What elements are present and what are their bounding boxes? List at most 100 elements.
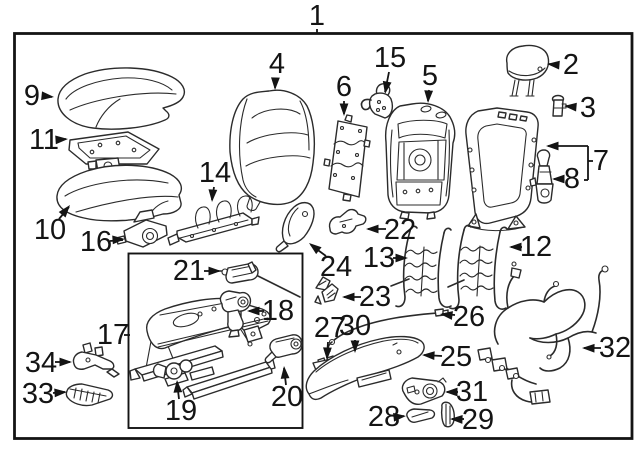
part-seatback-panel bbox=[323, 114, 371, 202]
callout-26: 26 bbox=[440, 301, 485, 333]
arrowhead-icon bbox=[424, 90, 434, 103]
arrowhead-icon bbox=[546, 141, 559, 151]
callout-number: 13 bbox=[363, 242, 395, 274]
part-recliner-motor bbox=[529, 149, 554, 204]
callout-number: 18 bbox=[262, 295, 294, 327]
callout-number: 27 bbox=[314, 312, 346, 344]
callout-29: 29 bbox=[450, 404, 494, 436]
callout-24: 24 bbox=[309, 243, 352, 283]
arrowhead-icon bbox=[208, 266, 221, 276]
callout-number: 23 bbox=[359, 281, 391, 313]
callout-33: 33 bbox=[22, 378, 67, 410]
callout-number: 2 bbox=[563, 49, 579, 81]
part-track-assembly bbox=[129, 297, 276, 400]
callout-11: 11 bbox=[29, 124, 68, 156]
callout-number: 21 bbox=[173, 255, 205, 287]
part-seatback-cover bbox=[229, 89, 316, 211]
arrowhead-icon bbox=[309, 243, 322, 255]
part-track-motor-side bbox=[264, 334, 303, 364]
callout-number: 32 bbox=[599, 332, 631, 364]
arrowhead-icon bbox=[280, 366, 290, 379]
arrowhead-icon bbox=[339, 103, 349, 116]
callout-13: 13 bbox=[363, 242, 408, 274]
callout-16: 16 bbox=[80, 226, 125, 258]
callout-9: 9 bbox=[24, 80, 54, 112]
callout-number: 3 bbox=[580, 92, 596, 124]
callout-number: 5 bbox=[422, 60, 438, 92]
arrowhead-icon bbox=[58, 205, 70, 218]
callout-6: 6 bbox=[336, 71, 352, 116]
callout-20: 20 bbox=[271, 366, 303, 413]
callout-5: 5 bbox=[422, 60, 438, 103]
arrowhead-icon bbox=[582, 343, 595, 353]
arrowhead-icon bbox=[54, 388, 67, 398]
arrowhead-icon bbox=[445, 387, 458, 397]
part-cushion-pad bbox=[56, 164, 182, 222]
callout-23: 23 bbox=[342, 281, 391, 313]
callout-number: 28 bbox=[368, 401, 400, 433]
callout-number: 6 bbox=[336, 71, 352, 103]
outer-border bbox=[13, 32, 634, 440]
arrowhead-icon bbox=[323, 347, 332, 360]
callout-22: 22 bbox=[366, 214, 416, 246]
callout-number: 11 bbox=[29, 124, 59, 156]
part-bracket-24 bbox=[275, 201, 315, 253]
part-seatback-frame bbox=[465, 107, 539, 232]
callout-number: 12 bbox=[520, 231, 552, 263]
callout-25: 25 bbox=[422, 341, 472, 373]
callout-12: 12 bbox=[509, 231, 552, 263]
callout-number: 17 bbox=[97, 319, 129, 351]
callout-number: 22 bbox=[384, 214, 416, 246]
callout-8: 8 bbox=[552, 163, 580, 195]
arrowhead-icon bbox=[59, 357, 72, 367]
arrowhead-icon bbox=[552, 174, 565, 184]
part-heater-element bbox=[360, 83, 394, 119]
callout-30: 30 bbox=[339, 310, 371, 353]
part-headrest bbox=[505, 44, 550, 97]
callout-17: 17 bbox=[97, 319, 130, 351]
part-bracket-22 bbox=[328, 208, 367, 235]
callout-number: 26 bbox=[453, 301, 485, 333]
callout-number: 7 bbox=[593, 145, 609, 177]
callout-number: 20 bbox=[271, 381, 303, 413]
part-trim-28 bbox=[406, 408, 436, 423]
arrowhead-icon bbox=[41, 91, 54, 101]
callout-15: 15 bbox=[374, 42, 406, 94]
part-side-valance bbox=[305, 335, 425, 401]
inner-border bbox=[127, 252, 304, 429]
callout-number: 16 bbox=[80, 226, 112, 258]
callout-28: 28 bbox=[368, 401, 406, 433]
arrowhead-icon bbox=[271, 77, 280, 90]
part-lumbar-mat-left bbox=[390, 225, 452, 308]
arrowhead-icon bbox=[564, 102, 577, 112]
callout-number: 30 bbox=[339, 310, 371, 342]
callout-number: 4 bbox=[269, 48, 285, 80]
arrowhead-icon bbox=[247, 306, 260, 316]
arrowhead-icon bbox=[342, 292, 355, 302]
part-cushion-cover bbox=[57, 67, 186, 130]
arrowhead-icon bbox=[173, 380, 183, 393]
callout-number: 24 bbox=[320, 251, 352, 283]
part-lumbar-mat-right bbox=[447, 224, 508, 310]
callout-18: 18 bbox=[247, 295, 294, 327]
callout-34: 34 bbox=[25, 347, 72, 379]
arrowhead-icon bbox=[395, 253, 408, 263]
callout-10: 10 bbox=[34, 205, 70, 246]
part-track-motor-rear bbox=[219, 290, 252, 338]
callout-number: 15 bbox=[374, 42, 406, 74]
part-rail-bracket-34 bbox=[72, 342, 120, 378]
callout-1: 1 bbox=[309, 0, 325, 34]
part-track-motor-front bbox=[152, 359, 193, 387]
arrowhead-icon bbox=[350, 340, 360, 353]
arrowhead-icon bbox=[440, 311, 453, 320]
part-rail-cover-33 bbox=[65, 383, 114, 407]
callout-number: 25 bbox=[440, 341, 472, 373]
arrowhead-icon bbox=[366, 224, 379, 234]
part-headrest-guide bbox=[551, 94, 567, 117]
callout-number: 34 bbox=[25, 347, 57, 379]
part-trim-29 bbox=[440, 401, 455, 428]
arrowhead-icon bbox=[422, 351, 435, 361]
callout-number: 8 bbox=[564, 163, 580, 195]
